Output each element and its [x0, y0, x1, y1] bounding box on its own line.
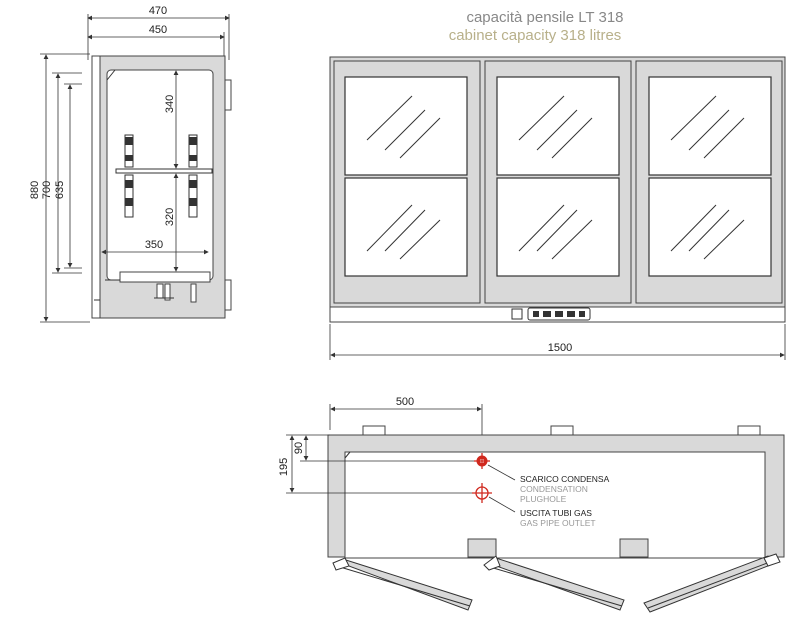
dim-350: 350	[145, 239, 163, 251]
dim-470: 470	[149, 5, 167, 17]
dim-1500: 1500	[548, 342, 572, 354]
note-gas-sub1: GAS PIPE OUTLET	[520, 518, 596, 528]
dim-90: 90	[293, 442, 305, 454]
front-view: 1500	[329, 56, 786, 360]
dim-320: 320	[164, 208, 176, 226]
dim-195: 195	[278, 458, 290, 476]
dim-450: 450	[149, 24, 167, 36]
glass-reflections	[366, 95, 745, 260]
opened-doors	[332, 553, 781, 613]
title-sub: cabinet capacity 318 litres	[449, 27, 622, 44]
note-condensation-sub1: CONDENSATION	[520, 484, 588, 494]
dim-340: 340	[164, 95, 176, 113]
dim-700: 700	[41, 181, 53, 199]
note-condensation-sub2: PLUGHOLE	[520, 494, 567, 504]
dim-500: 500	[396, 396, 414, 408]
title-main: capacità pensile LT 318	[466, 9, 623, 26]
plan-view: 500 90 195	[278, 396, 785, 613]
dim-880: 880	[29, 181, 41, 199]
condensation-plughole-marker	[474, 453, 490, 469]
dim-635: 635	[54, 181, 66, 199]
note-gas-main: USCITA TUBI GAS	[520, 508, 592, 518]
side-view: 470 450 880 700 635	[29, 5, 232, 323]
note-condensation-main: SCARICO CONDENSA	[520, 474, 610, 484]
gas-pipe-outlet-marker	[472, 483, 492, 503]
